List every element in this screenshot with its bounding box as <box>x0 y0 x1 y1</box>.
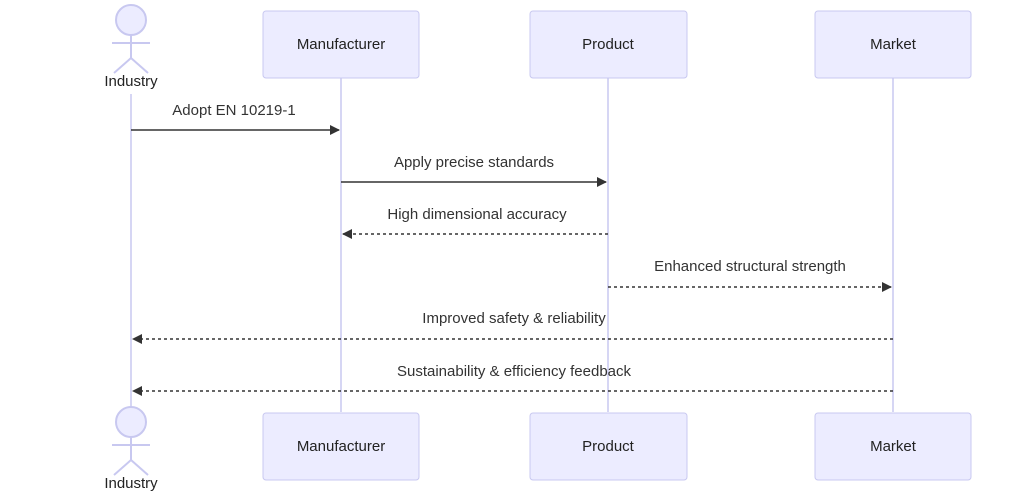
participant-market-bottom: Market <box>814 412 972 481</box>
participant-market-top: Market <box>814 10 972 79</box>
message-1: Adopt EN 10219-1 <box>131 102 340 135</box>
message-2: Apply precise standards <box>341 154 607 187</box>
participant-label-product-bottom: Product <box>582 438 635 455</box>
message-label: Adopt EN 10219-1 <box>172 102 295 119</box>
actor-head-icon <box>115 4 147 36</box>
participant-product-bottom: Product <box>529 412 688 481</box>
message-6: Sustainability & efficiency feedback <box>132 363 893 396</box>
participant-manufacturer-bottom: Manufacturer <box>262 412 420 481</box>
participant-manufacturer-top: Manufacturer <box>262 10 420 79</box>
actor-industry-bottom: Industry <box>104 406 158 492</box>
participant-label-product-top: Product <box>582 36 635 53</box>
message-label: Apply precise standards <box>394 154 554 171</box>
message-label: High dimensional accuracy <box>387 206 567 223</box>
actor-label-industry-bottom: Industry <box>104 475 158 492</box>
participant-label-manufacturer-bottom: Manufacturer <box>297 438 385 455</box>
participant-label-market-top: Market <box>870 36 917 53</box>
message-3: High dimensional accuracy <box>342 206 608 239</box>
message-label: Enhanced structural strength <box>654 258 846 275</box>
participant-label-manufacturer-top: Manufacturer <box>297 36 385 53</box>
message-4: Enhanced structural strength <box>608 258 892 292</box>
participant-label-market-bottom: Market <box>870 438 917 455</box>
actor-label-industry-top: Industry <box>104 73 158 90</box>
actor-industry-top: Industry <box>104 4 158 90</box>
message-label: Sustainability & efficiency feedback <box>397 363 632 380</box>
actor-head-icon <box>115 406 147 438</box>
participant-product-top: Product <box>529 10 688 79</box>
message-label: Improved safety & reliability <box>422 310 606 327</box>
message-5: Improved safety & reliability <box>132 310 893 344</box>
